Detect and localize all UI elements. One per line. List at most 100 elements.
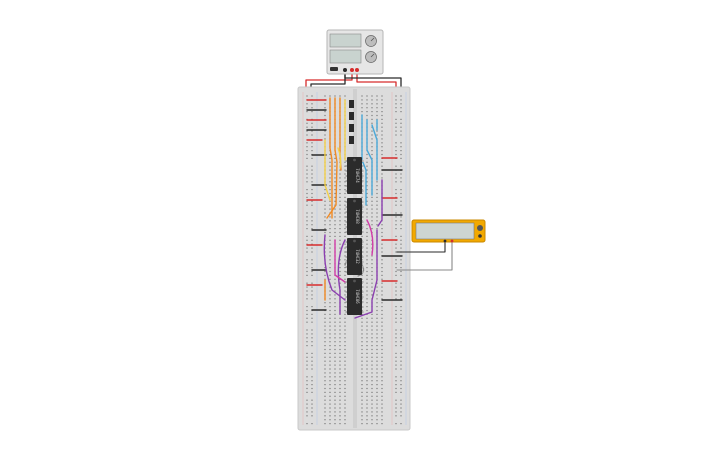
wires[interactable] xyxy=(306,97,453,319)
ic-chip-1[interactable]: 74HC74 xyxy=(345,157,364,194)
wire-blue-3[interactable] xyxy=(371,124,378,181)
wire-probe-black[interactable] xyxy=(396,240,446,253)
chip-pin xyxy=(362,241,364,243)
voltage-knob-indicator xyxy=(370,37,375,42)
multimeter-display xyxy=(415,222,475,240)
chip-pin xyxy=(362,190,364,192)
chip-pin xyxy=(362,271,364,273)
wire-blue-2[interactable] xyxy=(366,119,373,196)
chip-pin xyxy=(362,291,364,293)
wire-orange-2[interactable] xyxy=(326,97,338,219)
power-supply-display-voltage xyxy=(329,33,362,48)
chip-pin xyxy=(345,291,347,293)
top-component-3[interactable] xyxy=(349,136,354,144)
multimeter-port-icon[interactable] xyxy=(478,234,482,238)
wire-purple-4[interactable] xyxy=(323,234,346,301)
chip-pin xyxy=(362,165,364,167)
ic-chip-1-body xyxy=(347,157,362,194)
chip-pin xyxy=(345,211,347,213)
ic-chip-3-body xyxy=(347,238,362,275)
ic-chip-3[interactable]: 74HC32 xyxy=(345,238,364,275)
chip-pin xyxy=(345,185,347,187)
chip-pin xyxy=(345,261,347,263)
multimeter-probe-red[interactable] xyxy=(450,239,454,243)
chip-pin xyxy=(362,216,364,218)
wire-magenta-1[interactable] xyxy=(334,239,346,283)
chip-pin xyxy=(345,160,347,162)
chip-pin xyxy=(362,226,364,228)
chip-pin xyxy=(345,221,347,223)
terminal-positive-2[interactable] xyxy=(355,68,359,72)
wire-blue-1[interactable] xyxy=(361,114,367,206)
ic-chip-3-notch xyxy=(353,239,356,243)
multimeter-probe-black[interactable] xyxy=(443,239,447,243)
wire-yellow-1[interactable] xyxy=(324,139,331,201)
ic-chip-4[interactable]: 74HC86 xyxy=(345,278,364,315)
power-supply-display-current xyxy=(329,49,362,64)
chip-pin xyxy=(345,216,347,218)
ic-chip-4-label: 74HC86 xyxy=(355,289,360,304)
ic-chip-2[interactable]: 74HC08 xyxy=(345,198,364,235)
chip-pin xyxy=(345,306,347,308)
chip-pin xyxy=(345,311,347,313)
ic-chip-1-label: 74HC74 xyxy=(355,168,360,183)
chip-pin xyxy=(345,251,347,253)
wire-purple-3[interactable] xyxy=(337,239,346,315)
wire-orange-1[interactable] xyxy=(329,97,333,219)
chip-pin xyxy=(362,180,364,182)
ic-chip-2-label: 74HC08 xyxy=(355,209,360,224)
chip-pin xyxy=(362,286,364,288)
top-component-0[interactable] xyxy=(349,100,354,108)
chip-pin xyxy=(345,246,347,248)
chip-pin xyxy=(345,165,347,167)
chip-pin xyxy=(362,170,364,172)
chip-pin xyxy=(345,241,347,243)
chip-pin xyxy=(345,170,347,172)
chip-pin xyxy=(345,231,347,233)
wire-magenta-2[interactable] xyxy=(366,219,374,256)
terminal-ground[interactable] xyxy=(343,68,347,72)
top-component-2[interactable] xyxy=(349,124,354,132)
chip-pin xyxy=(345,201,347,203)
chip-pin xyxy=(345,266,347,268)
chip-pin xyxy=(345,175,347,177)
ic-chips[interactable]: 74HC74 74HC08 74HC32 74HC86 xyxy=(345,100,364,315)
chip-pin xyxy=(362,201,364,203)
multimeter[interactable] xyxy=(411,219,486,243)
chip-pin xyxy=(362,281,364,283)
ic-chip-2-body xyxy=(347,198,362,235)
chip-pin xyxy=(362,221,364,223)
chip-pin xyxy=(345,226,347,228)
chip-pin xyxy=(362,206,364,208)
power-supply[interactable] xyxy=(326,29,384,75)
chip-pin xyxy=(345,271,347,273)
ic-chip-2-notch xyxy=(353,199,356,203)
top-component-1[interactable] xyxy=(349,112,354,120)
chip-pin xyxy=(362,251,364,253)
chip-pin xyxy=(362,256,364,258)
multimeter-dial-icon[interactable] xyxy=(477,225,483,231)
power-switch[interactable] xyxy=(330,67,338,71)
chip-pin xyxy=(345,281,347,283)
chip-pin xyxy=(362,160,364,162)
chip-pin xyxy=(362,266,364,268)
wire-purple-2[interactable] xyxy=(354,229,378,319)
wire-probe-red[interactable] xyxy=(396,240,453,271)
chip-pin xyxy=(362,296,364,298)
ic-chip-3-label: 74HC32 xyxy=(355,249,360,264)
chip-pin xyxy=(362,306,364,308)
wire-purple-1[interactable] xyxy=(377,179,383,227)
chip-pin xyxy=(362,311,364,313)
chip-pin xyxy=(345,190,347,192)
ic-chip-4-notch xyxy=(353,279,356,283)
chip-pin xyxy=(362,246,364,248)
chip-pin xyxy=(362,211,364,213)
terminal-positive-1[interactable] xyxy=(350,68,354,72)
chip-pin xyxy=(345,286,347,288)
wire-yellow-3[interactable] xyxy=(337,147,342,169)
chip-pin xyxy=(362,261,364,263)
chip-pin xyxy=(345,180,347,182)
chip-pin xyxy=(362,301,364,303)
chip-pin xyxy=(362,185,364,187)
